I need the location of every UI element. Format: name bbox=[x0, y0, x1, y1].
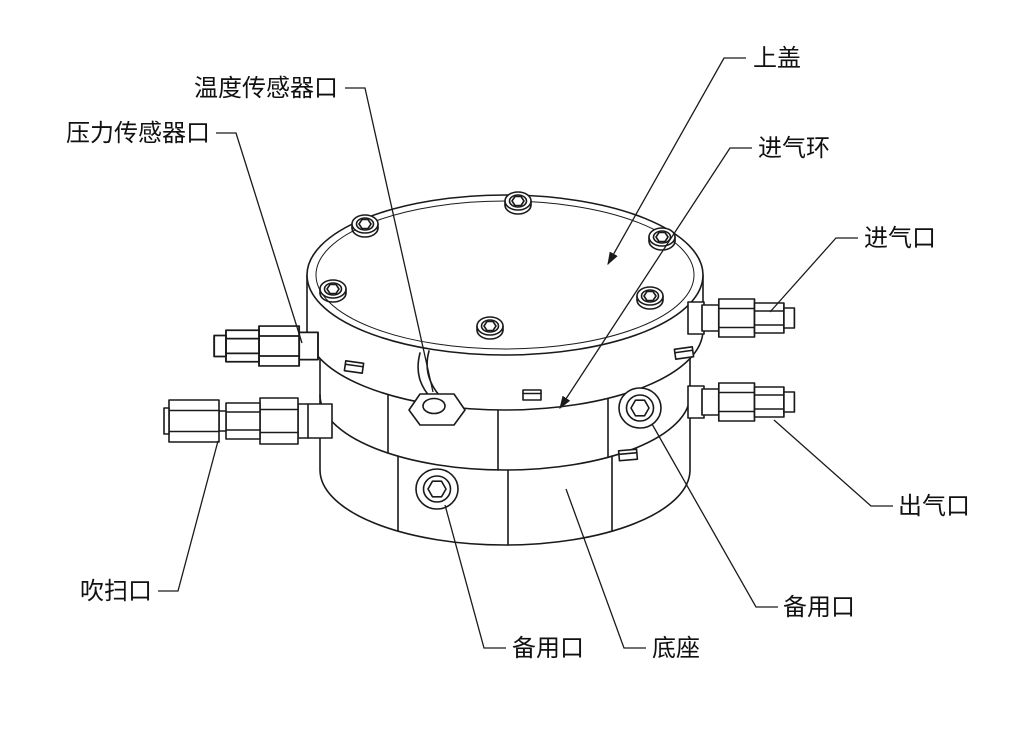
purge-fitting bbox=[163, 397, 333, 445]
inlet-fitting bbox=[701, 298, 796, 338]
top-screw-icon bbox=[476, 316, 504, 340]
label-outlet-port: 出气口 bbox=[898, 493, 970, 520]
spare-port-screw-right bbox=[618, 387, 662, 429]
leader-intake-ring bbox=[559, 147, 752, 410]
leader-outlet-port bbox=[773, 419, 893, 507]
leader-spare-port-right bbox=[651, 423, 778, 608]
leader-inlet-port bbox=[769, 237, 858, 313]
ring-slot bbox=[343, 359, 365, 375]
label-temp-sensor-port: 温度传感器口 bbox=[194, 75, 338, 102]
top-screw-icon bbox=[319, 279, 347, 303]
top-screw-icon bbox=[504, 191, 532, 215]
ring-slot bbox=[522, 389, 542, 401]
ring-base-seam bbox=[319, 394, 691, 471]
label-top-cover: 上盖 bbox=[753, 45, 801, 72]
base-slot bbox=[617, 448, 639, 462]
top-cover-face bbox=[306, 194, 704, 356]
temp-sensor-boss bbox=[408, 393, 466, 426]
outlet-fitting bbox=[701, 382, 796, 422]
label-base: 底座 bbox=[652, 635, 700, 662]
leader-top-cover bbox=[607, 57, 746, 266]
top-screw-icon bbox=[351, 214, 379, 238]
leader-spare-port-bottom bbox=[444, 504, 506, 649]
label-pressure-sensor-port: 压力传感器口 bbox=[66, 120, 210, 147]
callout-labels: 温度传感器口 压力传感器口 上盖 进气环 进气口 出气口 吹扫口 备用口 底座 … bbox=[66, 45, 970, 662]
leader-base bbox=[565, 488, 646, 649]
leader-lines bbox=[158, 57, 893, 649]
leader-pressure-sensor-port bbox=[216, 132, 303, 344]
top-screw-icon bbox=[636, 286, 664, 310]
label-inlet-port: 进气口 bbox=[864, 225, 936, 252]
device-drawing bbox=[163, 191, 796, 546]
label-spare-port-right: 备用口 bbox=[783, 594, 855, 621]
leader-purge-port bbox=[158, 440, 219, 592]
pressure-sensor-fitting bbox=[213, 325, 319, 367]
label-purge-port: 吹扫口 bbox=[80, 578, 152, 605]
label-spare-port-bottom: 备用口 bbox=[512, 635, 584, 662]
ring-slot bbox=[673, 345, 695, 361]
leader-temp-sensor-port bbox=[345, 87, 434, 393]
label-intake-ring: 进气环 bbox=[758, 135, 830, 162]
spare-port-screw-bottom bbox=[415, 468, 459, 510]
sensor-tube bbox=[426, 350, 440, 396]
